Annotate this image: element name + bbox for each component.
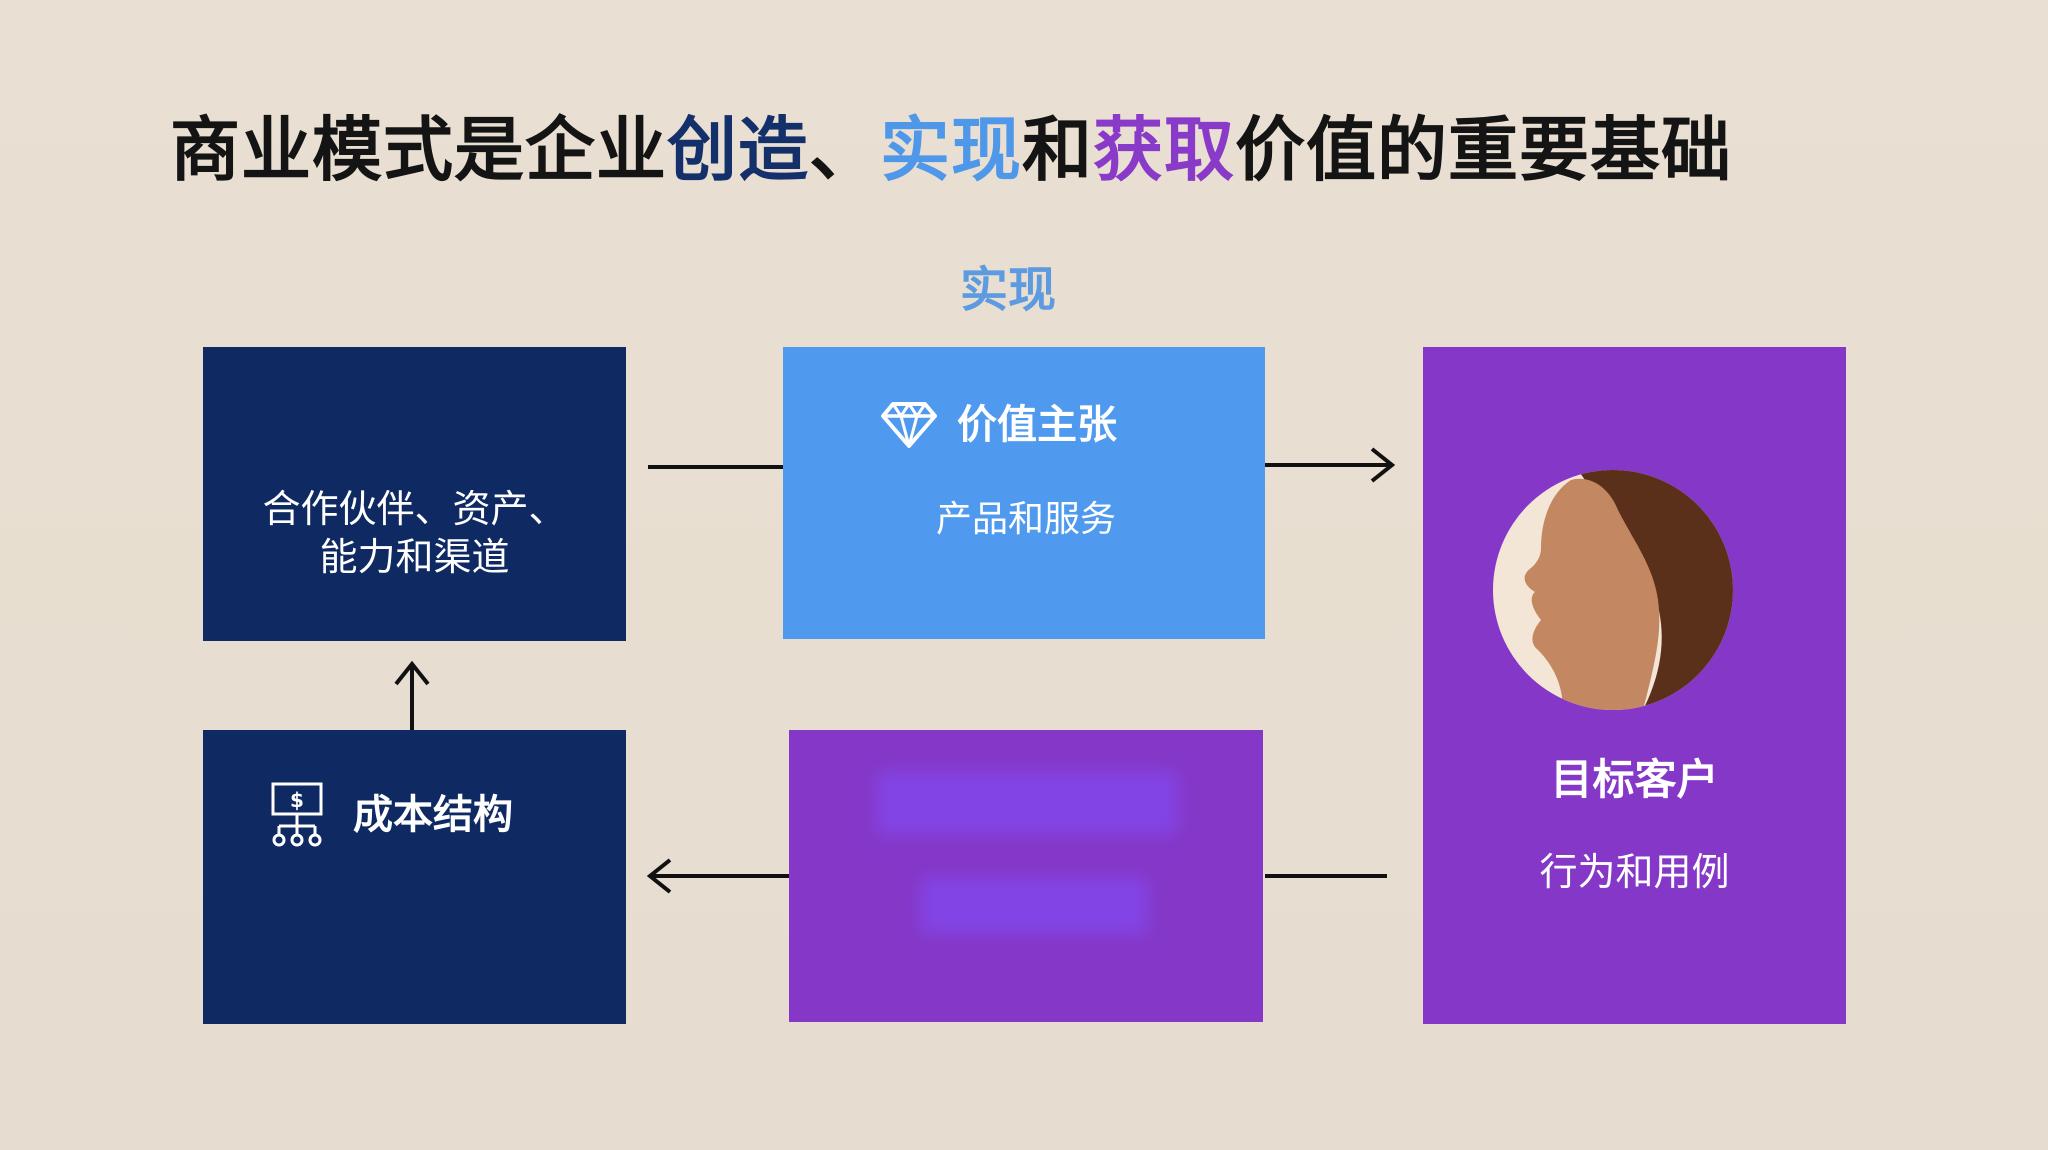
target-customer-subtitle: 行为和用例 xyxy=(1539,850,1730,894)
value-proposition-subtitle: 产品和服务 xyxy=(936,499,1117,540)
customer-avatar xyxy=(1493,470,1733,710)
title-and: 和 xyxy=(1022,109,1093,191)
revenue-box xyxy=(789,730,1263,1022)
diamond-icon xyxy=(881,402,937,448)
title-part-1: 商业模式是企业 xyxy=(170,109,667,191)
title-separator: 、 xyxy=(809,109,880,191)
value-proposition-title: 价值主张 xyxy=(957,402,1117,448)
arrowhead-cost-partners xyxy=(394,660,430,686)
target-customer-title: 目标客户 xyxy=(1550,755,1719,804)
title-capture: 获取 xyxy=(1093,109,1235,191)
blurred-title-bar xyxy=(877,772,1177,834)
cost-structure-header: $ 成本结构 xyxy=(269,780,513,850)
blurred-subtitle-bar xyxy=(921,878,1147,934)
target-customer-box: 目标客户 行为和用例 xyxy=(1423,347,1846,1024)
partners-line-1: 合作伙伴、资产、 xyxy=(262,487,567,531)
arrowhead-value-customer xyxy=(1370,447,1396,483)
partners-line-2: 能力和渠道 xyxy=(319,535,510,579)
page-title: 商业模式是企业创造、实现和获取价值的重要基础 xyxy=(170,105,1732,195)
value-proposition-box: 价值主张 产品和服务 xyxy=(783,347,1265,639)
partners-box: 合作伙伴、资产、 能力和渠道 xyxy=(203,347,626,641)
partners-text: 合作伙伴、资产、 能力和渠道 xyxy=(203,485,626,581)
arrowhead-revenue-cost xyxy=(646,858,672,894)
svg-text:$: $ xyxy=(290,788,304,812)
section-label-realize: 实现 xyxy=(960,262,1057,318)
value-proposition-header: 价值主张 xyxy=(881,397,1117,453)
cost-structure-title: 成本结构 xyxy=(353,792,513,838)
cost-structure-box: $ 成本结构 xyxy=(203,730,626,1024)
title-realize: 实现 xyxy=(880,109,1022,191)
title-part-2: 价值的重要基础 xyxy=(1235,109,1732,191)
cost-structure-icon: $ xyxy=(271,782,323,847)
title-create: 创造 xyxy=(667,109,809,191)
